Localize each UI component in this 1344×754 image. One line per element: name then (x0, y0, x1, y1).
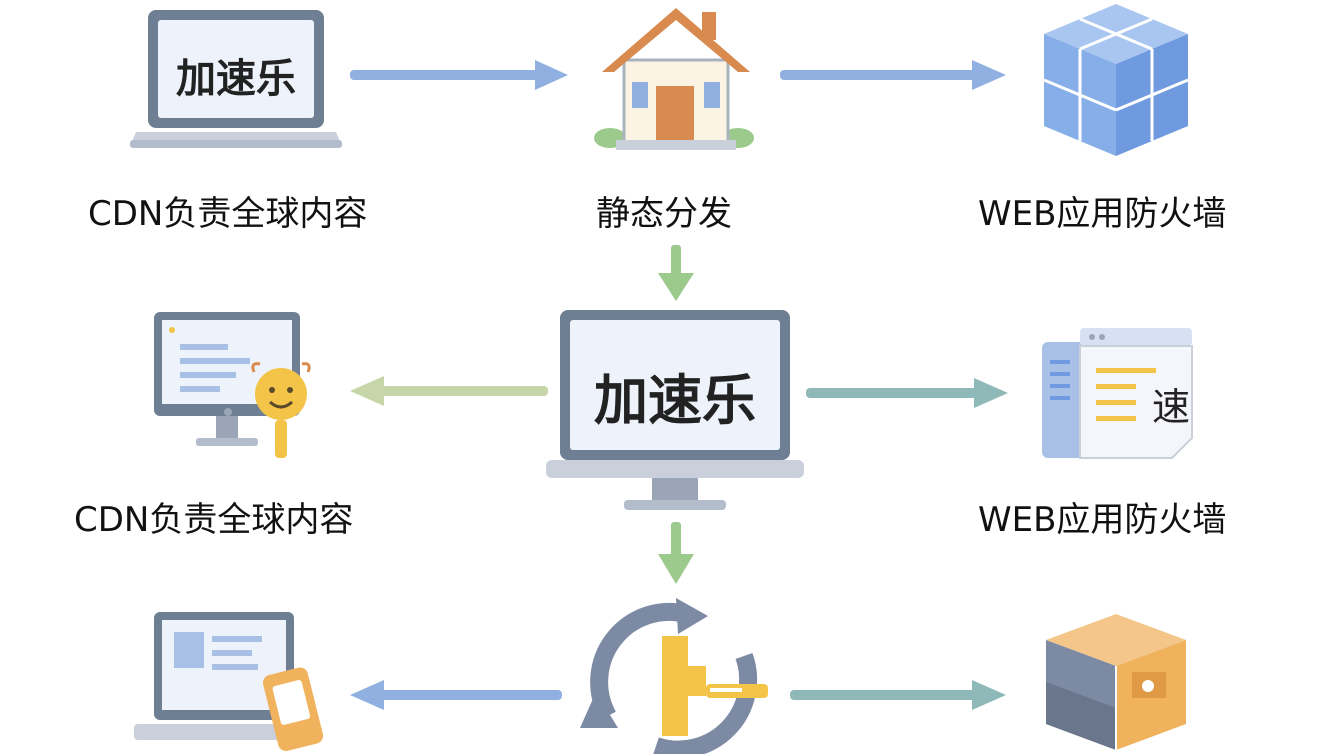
label-top-left: CDN负责全球内容 (88, 194, 368, 234)
smiley-icon (251, 362, 311, 458)
laptop-top-left: 加速乐 (128, 8, 344, 150)
house-icon (594, 8, 754, 150)
arrow-right-teal-1 (806, 378, 1008, 408)
document-node: 速 (1040, 326, 1200, 462)
house-node (590, 0, 760, 155)
monitor-icon (546, 310, 804, 510)
arrow-down-green-1 (658, 245, 694, 301)
arrow-right-blue-2 (780, 60, 1006, 90)
arrow-down-green-2 (658, 522, 694, 584)
sync-cycle-icon (580, 598, 768, 754)
monitor-left-node (150, 308, 330, 458)
boxes-icon (1046, 614, 1186, 750)
arrow-right-teal-2 (790, 680, 1006, 710)
laptop-icon (130, 10, 342, 148)
sync-node (576, 596, 776, 754)
laptop-icon (134, 612, 320, 740)
cube-icon (1043, 4, 1189, 156)
phone-icon (262, 667, 324, 751)
arrow-left-olive (350, 376, 548, 406)
boxes-node (1036, 610, 1196, 750)
arrow-right-blue-1 (350, 60, 568, 90)
label-middle-left: CDN负责全球内容 (74, 500, 354, 540)
monitor-screen-text: 加速乐 (594, 369, 756, 432)
document-doc-text: 速 (1152, 385, 1191, 429)
label-top-center: 静态分发 (596, 194, 732, 234)
arrow-left-blue (350, 680, 562, 710)
laptop-bottom-left-node (130, 608, 330, 751)
laptop-screen-text: 加速乐 (176, 56, 296, 102)
cube-node (1036, 0, 1196, 160)
label-middle-right: WEB应用防火墙 (978, 500, 1227, 540)
document-icon (1042, 328, 1193, 459)
label-top-right: WEB应用防火墙 (978, 194, 1227, 234)
monitor-center-node: 加速乐 (546, 308, 804, 514)
